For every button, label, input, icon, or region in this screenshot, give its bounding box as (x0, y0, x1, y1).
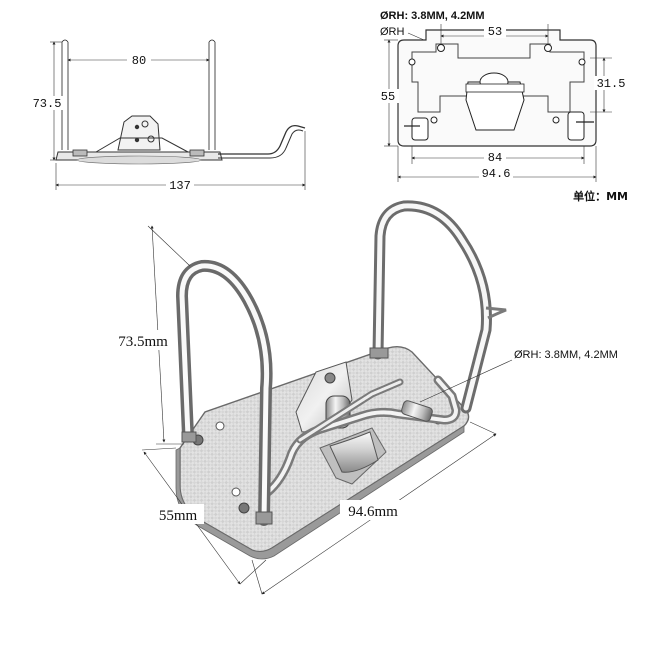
front-left-ring (61, 39, 69, 150)
top-hole-right (544, 44, 552, 52)
photo-hole-diameter-label: ØRH: 3.8MM, 4.2MM (514, 349, 618, 361)
unit-note: 单位：MM (573, 189, 628, 203)
top-plate-length-dim: 94.6 (482, 167, 511, 181)
top-hole-left (437, 44, 445, 52)
front-length-dim: 137 (169, 179, 191, 193)
top-height-dim: 55 (381, 90, 395, 104)
front-height-dim: 73.5 (33, 97, 62, 111)
front-view-drawing: 80 73.5 137 (30, 39, 306, 193)
top-ring-offset-dim: 31.5 (597, 77, 626, 91)
front-width-dim: 80 (132, 54, 146, 68)
top-view-drawing: ØRH: 3.8MM, 4.2MM ØRH 53 55 (377, 10, 628, 182)
top-ring-left (411, 117, 429, 141)
photo-length-dim: 94.6mm (348, 504, 398, 520)
top-hole-spacing-dim: 53 (488, 25, 502, 39)
top-hole-label: ØRH (380, 26, 405, 38)
photo-width-dim: 55mm (159, 508, 198, 524)
top-ring-right (567, 111, 585, 141)
product-photo: 73.5mm ØRH: 3.8MM, 4.2MM 55mm 94.6mm (110, 200, 618, 595)
top-ring-span-dim: 84 (488, 151, 502, 165)
top-hole-diameter-label: ØRH: 3.8MM, 4.2MM (380, 10, 485, 22)
top-lever-mechanism (465, 81, 525, 131)
photo-height-dim: 73.5mm (118, 334, 168, 350)
front-lever-handle (218, 124, 306, 155)
front-right-ring (208, 39, 216, 150)
front-lever-bracket (117, 115, 161, 151)
